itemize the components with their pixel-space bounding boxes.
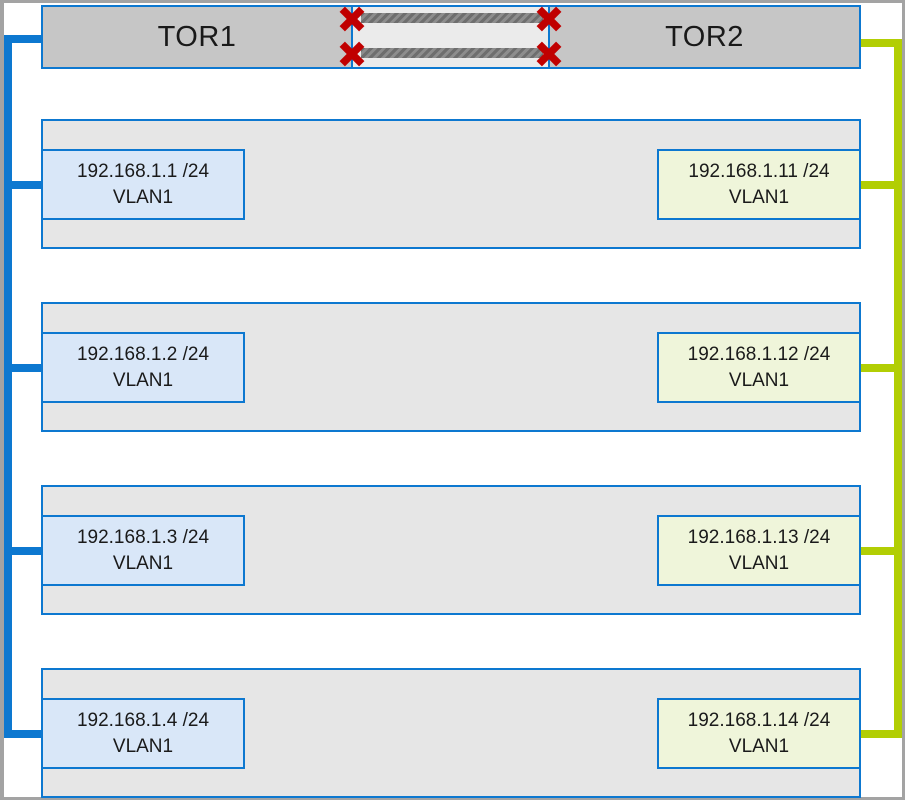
server1-nic-tor1: 192.168.1.1 /24 VLAN1 bbox=[41, 149, 245, 220]
nic-ip-label: 192.168.1.11 /24 bbox=[688, 160, 830, 182]
tor-switches-bar: TOR1 TOR2 bbox=[41, 5, 861, 69]
tor2-switch: TOR2 bbox=[665, 20, 744, 53]
server-row-3: 192.168.1.3 /24 VLAN1 192.168.1.13 /24 V… bbox=[41, 485, 861, 615]
server4-nic-tor1: 192.168.1.4 /24 VLAN1 bbox=[41, 698, 245, 769]
tor1-trunk-stub-server2 bbox=[4, 364, 42, 372]
link-failed-x-icon bbox=[339, 6, 365, 32]
server-row-4: 192.168.1.4 /24 VLAN1 192.168.1.14 /24 V… bbox=[41, 668, 861, 798]
tor1-switch: TOR1 bbox=[157, 20, 237, 53]
nic-ip-label: 192.168.1.1 /24 bbox=[76, 160, 210, 182]
nic-ip-label: 192.168.1.3 /24 bbox=[76, 526, 210, 548]
tor2-trunk-stub-server4 bbox=[861, 730, 902, 738]
window-border-left bbox=[0, 0, 4, 800]
window-border-bottom bbox=[0, 797, 905, 800]
nic-ip-label: 192.168.1.14 /24 bbox=[687, 709, 831, 731]
tor2-trunk-stub-server2 bbox=[861, 364, 902, 372]
nic-vlan-label: VLAN1 bbox=[112, 552, 174, 574]
nic-vlan-label: VLAN1 bbox=[728, 369, 790, 391]
peer-link-section bbox=[339, 6, 562, 67]
tor2-trunk-line bbox=[894, 39, 902, 738]
nic-vlan-label: VLAN1 bbox=[112, 735, 174, 757]
tor1-trunk-stub-server4 bbox=[4, 730, 42, 738]
tor1-trunk-stub-server3 bbox=[4, 547, 42, 555]
nic-ip-label: 192.168.1.13 /24 bbox=[687, 526, 831, 548]
server2-nic-tor1: 192.168.1.2 /24 VLAN1 bbox=[41, 332, 245, 403]
server4-nic-tor2: 192.168.1.14 /24 VLAN1 bbox=[657, 698, 861, 769]
tor2-trunk-stub-server1 bbox=[861, 181, 902, 189]
peer-link-2 bbox=[361, 48, 543, 58]
link-failed-x-icon bbox=[339, 41, 365, 67]
server3-nic-tor2: 192.168.1.13 /24 VLAN1 bbox=[657, 515, 861, 586]
nic-ip-label: 192.168.1.12 /24 bbox=[687, 343, 831, 365]
tor2-trunk-stub-server3 bbox=[861, 547, 902, 555]
tor2-trunk-stub-switch bbox=[861, 39, 902, 47]
nic-vlan-label: VLAN1 bbox=[112, 369, 174, 391]
link-failed-x-icon bbox=[536, 6, 562, 32]
server2-nic-tor2: 192.168.1.12 /24 VLAN1 bbox=[657, 332, 861, 403]
nic-vlan-label: VLAN1 bbox=[728, 735, 790, 757]
nic-vlan-label: VLAN1 bbox=[728, 186, 790, 208]
window-border-top bbox=[0, 0, 905, 3]
server3-nic-tor1: 192.168.1.3 /24 VLAN1 bbox=[41, 515, 245, 586]
link-failed-x-icon bbox=[536, 41, 562, 67]
tor1-trunk-line bbox=[4, 35, 12, 738]
server1-nic-tor2: 192.168.1.11 /24 VLAN1 bbox=[657, 149, 861, 220]
tor1-trunk-stub-switch bbox=[4, 35, 42, 43]
tor1-trunk-stub-server1 bbox=[4, 181, 42, 189]
nic-vlan-label: VLAN1 bbox=[112, 186, 174, 208]
nic-ip-label: 192.168.1.4 /24 bbox=[76, 709, 210, 731]
server-row-2: 192.168.1.2 /24 VLAN1 192.168.1.12 /24 V… bbox=[41, 302, 861, 432]
nic-vlan-label: VLAN1 bbox=[728, 552, 790, 574]
window-border-right bbox=[902, 0, 905, 800]
nic-ip-label: 192.168.1.2 /24 bbox=[76, 343, 210, 365]
server-row-1: 192.168.1.1 /24 VLAN1 192.168.1.11 /24 V… bbox=[41, 119, 861, 249]
peer-link-1 bbox=[361, 13, 543, 23]
